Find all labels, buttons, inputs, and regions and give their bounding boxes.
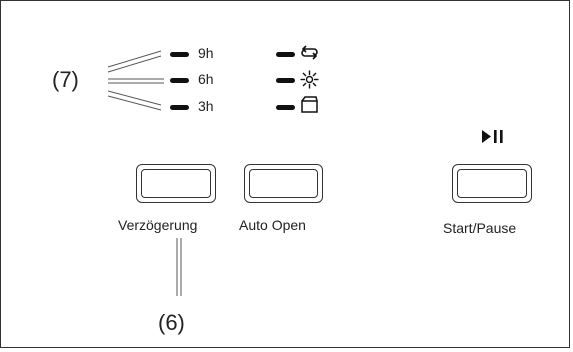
indicator-3h-label: 3h (198, 98, 214, 114)
delay-indicators-callout: (7) (52, 67, 79, 92)
status-led-3 (276, 105, 295, 110)
repeat-arrows-icon (301, 45, 318, 60)
indicator-6h-led (170, 78, 189, 83)
auto-open-button-label: Auto Open (239, 217, 306, 233)
indicator-9h-label: 9h (198, 45, 214, 61)
status-led-2 (276, 78, 295, 83)
start-pause-button-label: Start/Pause (443, 220, 517, 236)
delay-button[interactable] (136, 164, 216, 203)
delay-button-callout: (6) (158, 310, 185, 335)
status-led-1 (276, 52, 295, 57)
indicator-9h-led (170, 52, 189, 57)
open-door-icon (301, 96, 318, 113)
delay-button-label: Verzögerung (118, 217, 198, 233)
indicator-6h-label: 6h (198, 71, 214, 87)
play-pause-icon (482, 130, 503, 143)
indicator-3h-led (170, 105, 189, 110)
sun-icon (300, 70, 319, 89)
start-pause-button[interactable] (452, 164, 532, 203)
auto-open-button[interactable] (244, 164, 323, 203)
